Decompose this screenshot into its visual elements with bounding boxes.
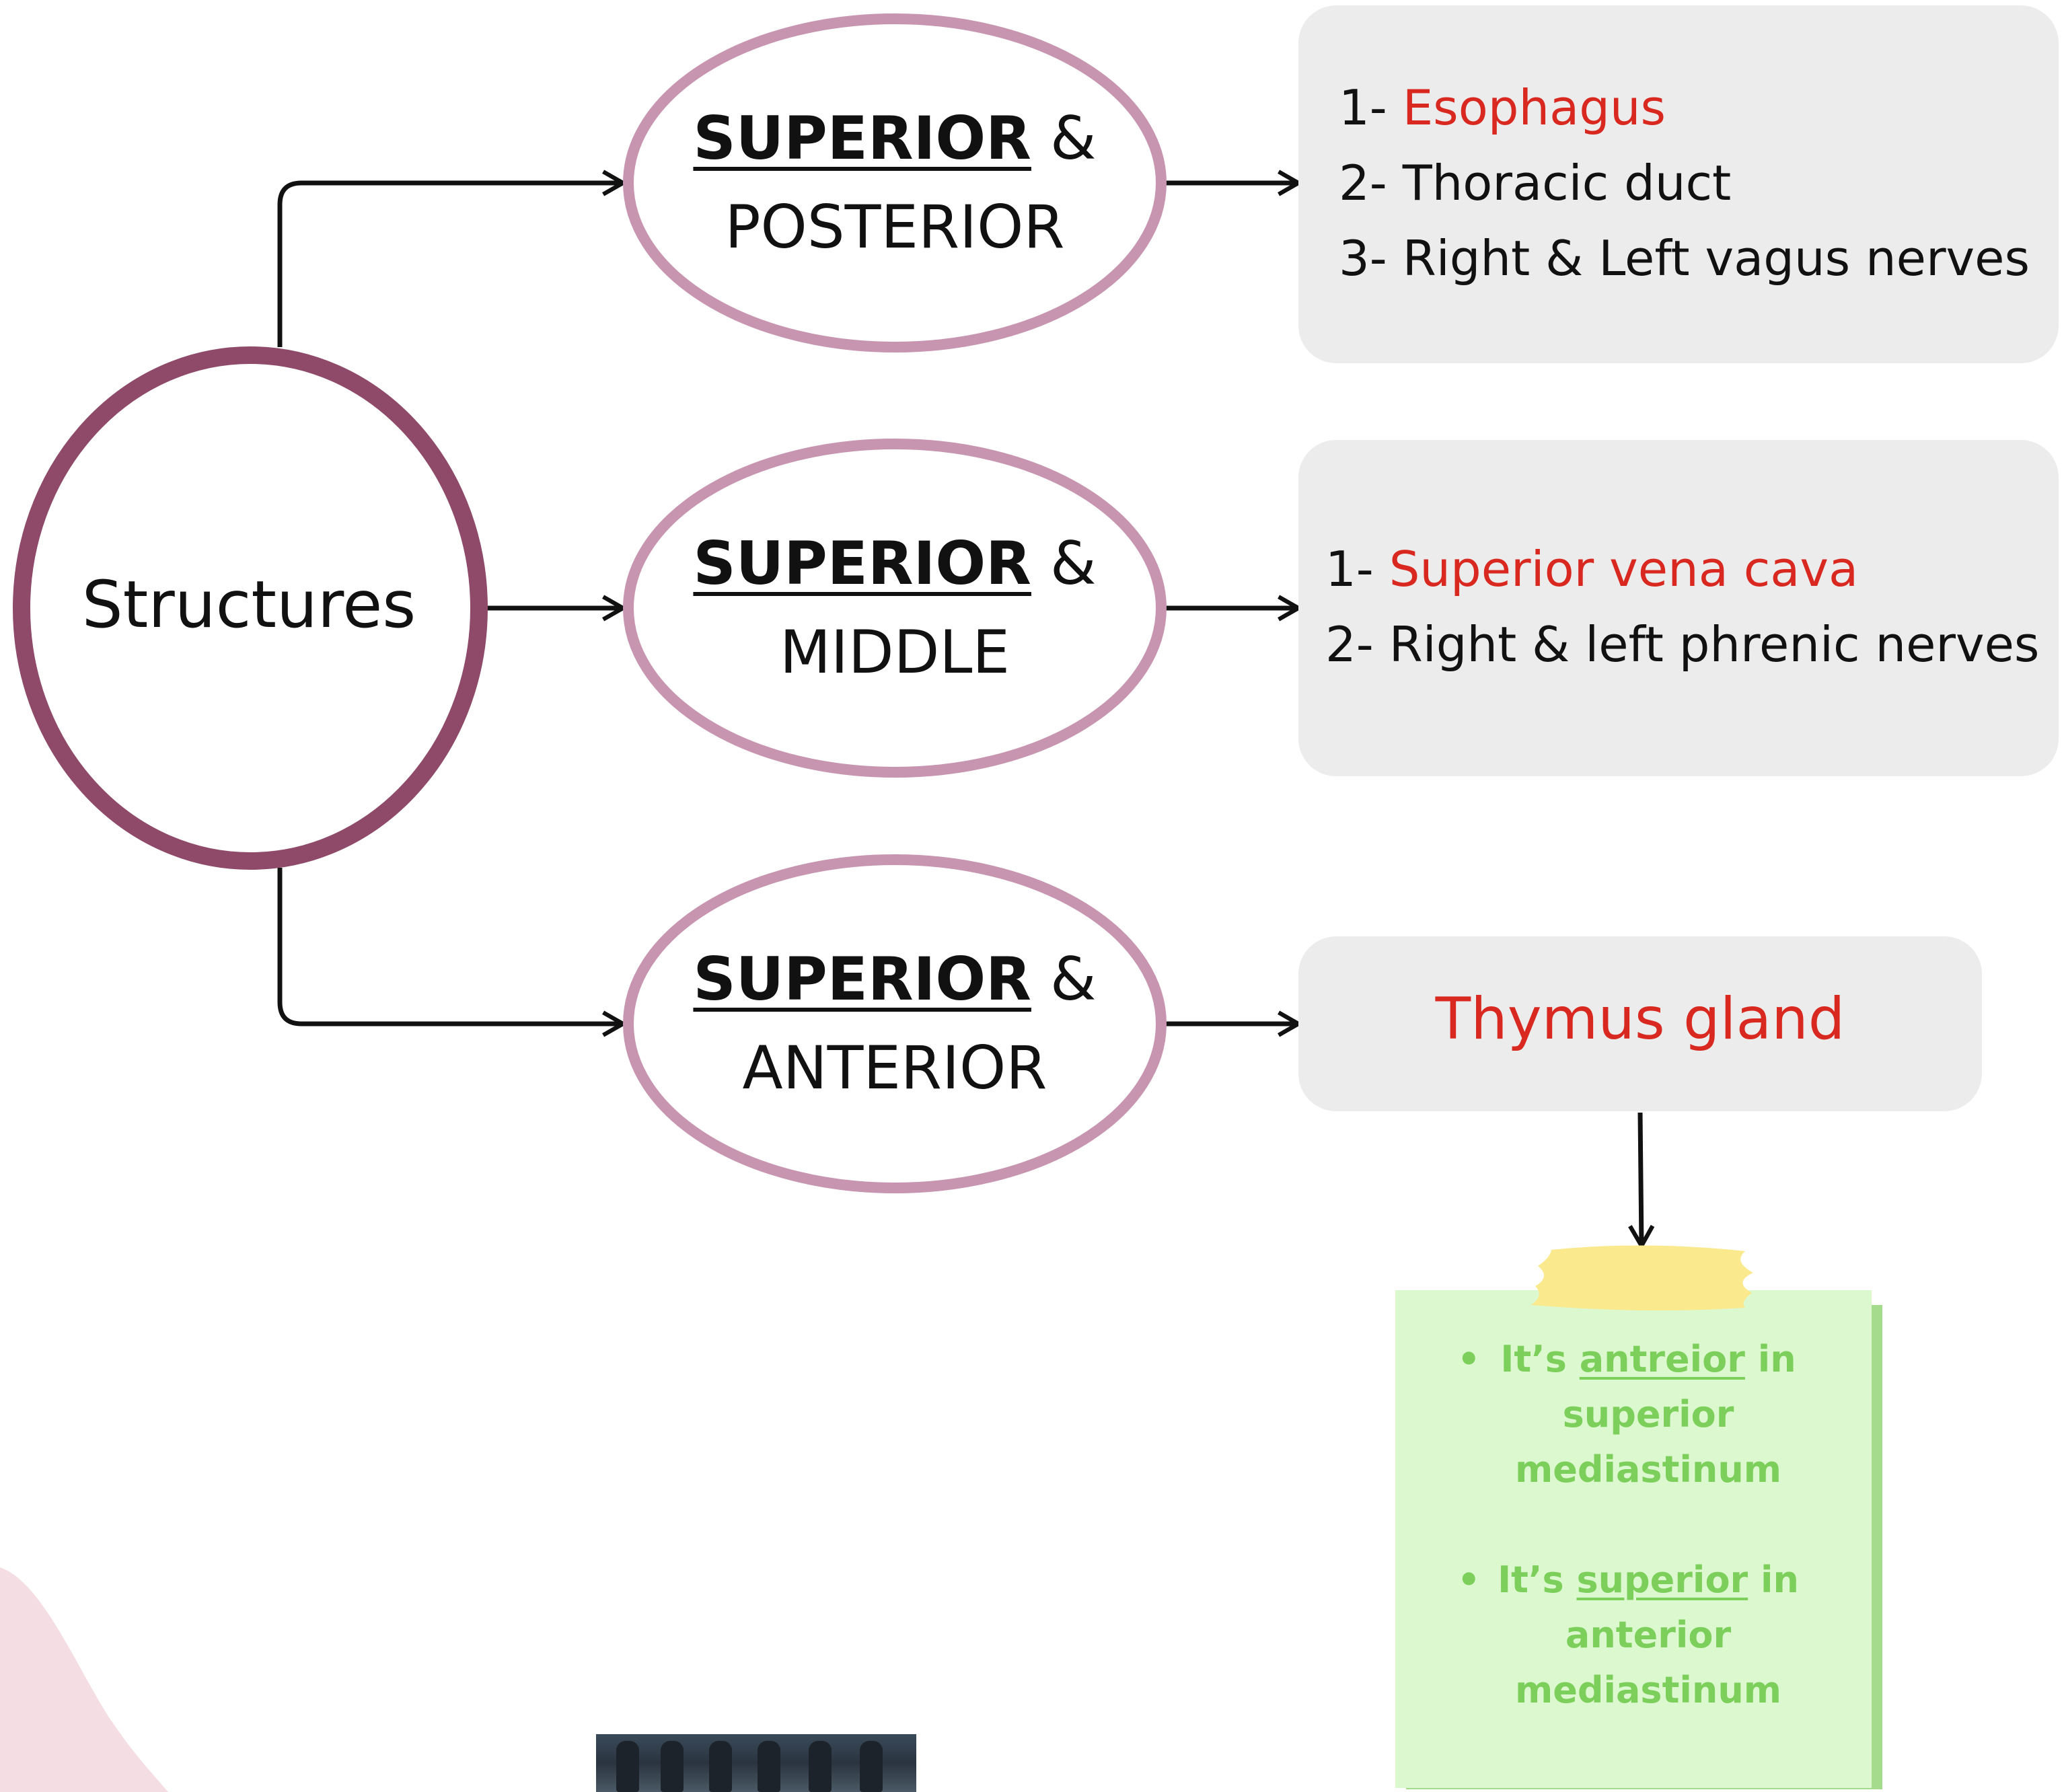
- root-node-label: Structures: [81, 567, 416, 642]
- connector-root-to-anterior: [277, 868, 628, 1037]
- note-content: • It’s antreior in superior mediastinum …: [1446, 1332, 1850, 1773]
- content-box-middle: [1298, 440, 2059, 776]
- region-amp: &: [1049, 944, 1097, 1014]
- item-text: Superior vena cava: [1389, 541, 1859, 597]
- item-prefix: 3-: [1339, 230, 1403, 287]
- note-text-before: It’s: [1498, 1559, 1577, 1601]
- connector-root-to-posterior: [277, 170, 628, 347]
- item-text: Right & Left vagus nerves: [1402, 230, 2030, 287]
- region-label-anterior: SUPERIOR & ANTERIOR: [626, 935, 1164, 1113]
- content-box-posterior: [1298, 5, 2059, 363]
- item-text: Right & left phrenic nerves: [1389, 616, 2040, 673]
- region-subtitle: ANTERIOR: [742, 1033, 1047, 1103]
- content-list-middle: 1- Superior vena cava 2- Right & left ph…: [1325, 531, 2039, 682]
- region-amp: &: [1049, 529, 1097, 598]
- bullet-dot: •: [1457, 1338, 1481, 1380]
- region-node-ring-posterior: [623, 13, 1167, 352]
- thymus-gland-label: Thymus gland: [1435, 985, 1845, 1053]
- item-text: Esophagus: [1402, 79, 1666, 136]
- note-text-underlined: antreior: [1579, 1338, 1745, 1380]
- bullet-dot: •: [1457, 1559, 1481, 1601]
- list-item: 1- Esophagus: [1339, 70, 2030, 145]
- region-node-ring-middle: [623, 439, 1167, 778]
- decorative-blob: [0, 1567, 168, 1792]
- root-node-ring: [13, 346, 488, 870]
- region-amp: &: [1049, 104, 1097, 173]
- region-label-middle: SUPERIOR & MIDDLE: [626, 519, 1164, 697]
- list-item: 1- Superior vena cava: [1325, 531, 2039, 607]
- region-label-posterior: SUPERIOR & POSTERIOR: [626, 94, 1164, 272]
- region-title: SUPERIOR: [693, 529, 1031, 598]
- region-title: SUPERIOR: [693, 104, 1031, 173]
- tape-strip: [1531, 1245, 1753, 1311]
- item-prefix: 2-: [1325, 616, 1389, 673]
- item-prefix: 2-: [1339, 155, 1403, 211]
- sticky-note: [1395, 1290, 1872, 1788]
- note-bullet-item: • It’s antreior in superior mediastinum: [1446, 1332, 1850, 1497]
- item-prefix: 1-: [1325, 541, 1389, 597]
- content-box-anterior: [1298, 936, 1982, 1111]
- note-text-after: in anterior mediastinum: [1514, 1559, 1799, 1711]
- note-text-after: in superior mediastinum: [1514, 1338, 1796, 1491]
- note-text-underlined: superior: [1576, 1559, 1748, 1601]
- region-title: SUPERIOR: [693, 944, 1031, 1014]
- list-item: 2- Thoracic duct: [1339, 145, 2030, 221]
- item-prefix: 1-: [1339, 79, 1403, 136]
- list-item: 2- Right & left phrenic nerves: [1325, 607, 2039, 682]
- note-text-before: It’s: [1500, 1338, 1580, 1380]
- photo-thumbnail: [596, 1734, 916, 1792]
- note-bullet-item: • It’s superior in anterior mediastinum: [1446, 1553, 1850, 1718]
- region-node-ring-anterior: [623, 854, 1167, 1193]
- connector-thymus-to-note: [1628, 1112, 1655, 1250]
- list-item: 3- Right & Left vagus nerves: [1339, 221, 2030, 296]
- content-list-posterior: 1- Esophagus 2- Thoracic duct 3- Right &…: [1339, 70, 2030, 296]
- region-subtitle: POSTERIOR: [725, 192, 1065, 262]
- region-subtitle: MIDDLE: [779, 618, 1010, 687]
- item-text: Thoracic duct: [1402, 155, 1732, 211]
